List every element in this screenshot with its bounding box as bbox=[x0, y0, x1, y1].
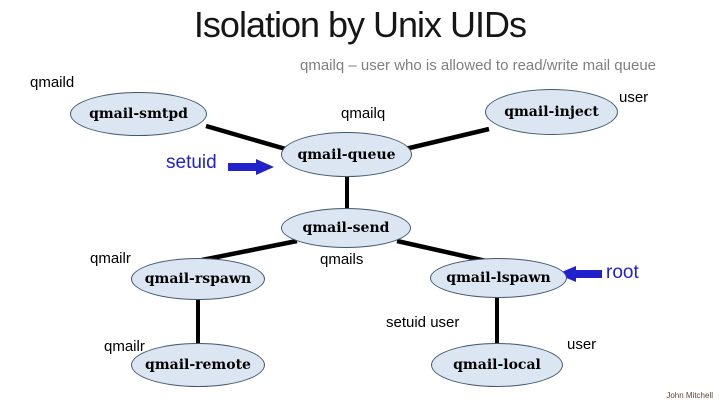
edge-send-lspawn bbox=[396, 238, 487, 264]
node-qmail-lspawn: qmail-lspawn bbox=[430, 258, 567, 298]
uid-label-qmailq: qmailq bbox=[341, 105, 386, 122]
node-qmail-rspawn: qmail-rspawn bbox=[131, 258, 265, 300]
node-label: qmail-send bbox=[302, 220, 390, 236]
node-label: qmail-queue bbox=[297, 146, 396, 163]
node-qmail-local: qmail-local bbox=[431, 343, 563, 387]
arrow-left-icon bbox=[557, 266, 602, 282]
uid-label-setuid-user: setuid user bbox=[386, 314, 460, 331]
node-label: qmail-lspawn bbox=[446, 270, 551, 286]
node-qmail-queue: qmail-queue bbox=[281, 132, 412, 177]
uid-label-user-top: user bbox=[619, 89, 649, 106]
node-qmail-smtpd: qmail-smtpd bbox=[70, 92, 207, 136]
uid-label-qmailr-upper: qmailr bbox=[90, 250, 131, 267]
slide-subtitle: qmailq – user who is allowed to read/wri… bbox=[299, 57, 656, 74]
annotation-root: root bbox=[606, 262, 639, 283]
uid-label-user-bottom: user bbox=[567, 336, 597, 353]
node-label: qmail-remote bbox=[145, 357, 251, 373]
author-credit: John Mitchell bbox=[666, 391, 713, 400]
node-label: qmail-local bbox=[453, 357, 541, 373]
uid-label-qmails: qmails bbox=[320, 251, 364, 268]
annotation-setuid: setuid bbox=[166, 152, 217, 173]
edge-send-rspawn bbox=[201, 238, 298, 263]
edge-smtpd-queue bbox=[205, 123, 297, 155]
node-label: qmail-inject bbox=[504, 104, 599, 120]
node-qmail-send: qmail-send bbox=[281, 208, 411, 248]
node-qmail-inject: qmail-inject bbox=[485, 89, 618, 135]
uid-label-qmailr-lower: qmailr bbox=[104, 338, 145, 355]
page-title: Isolation by Unix UIDs bbox=[193, 4, 527, 45]
node-label: qmail-rspawn bbox=[144, 271, 252, 287]
arrow-right-icon bbox=[228, 159, 274, 175]
node-qmail-remote: qmail-remote bbox=[131, 343, 265, 387]
uid-label-qmaild: qmaild bbox=[30, 74, 75, 91]
node-label: qmail-smtpd bbox=[89, 106, 188, 122]
edge-inject-queue bbox=[400, 126, 490, 153]
